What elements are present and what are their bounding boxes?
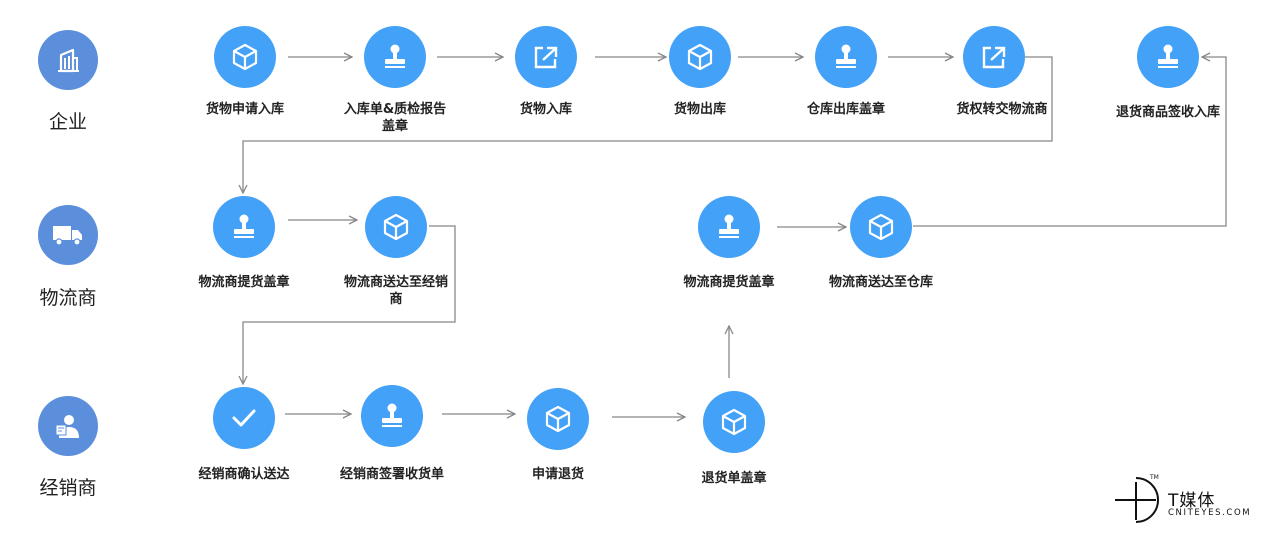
- check-icon: [232, 409, 256, 427]
- node-apply-return: [527, 388, 589, 450]
- lane-label-enterprise: 企业: [48, 111, 87, 133]
- node-label: 物流商提货盖章: [683, 275, 775, 290]
- node-distributor-sign-receipt: [361, 385, 423, 447]
- node-label: 物流商送达至经销商: [344, 275, 449, 307]
- box-icon: [232, 43, 258, 71]
- node-logistics-pickup-stamp: [213, 196, 275, 258]
- tmedia-logo-icon: [1115, 477, 1159, 523]
- node-label: 退货单盖章: [701, 471, 767, 486]
- node-label: 入库单&质检报告盖章: [343, 102, 447, 134]
- box-icon: [383, 213, 409, 241]
- node-deliver-to-warehouse: [850, 196, 912, 258]
- stamp-icon: [234, 214, 254, 238]
- node-label: 物流商送达至仓库: [829, 275, 934, 290]
- arrow-9-12: [243, 225, 456, 384]
- share-arrow-icon: [982, 46, 1006, 69]
- share-arrow-icon: [534, 46, 558, 69]
- node-return-receive-storage: [1137, 26, 1199, 88]
- node-label: 货物出库: [673, 102, 726, 117]
- stamp-icon: [385, 44, 405, 68]
- node-storage-quality-stamp: [364, 26, 426, 88]
- node-goods-apply-storage: [214, 26, 276, 88]
- node-distributor-confirm: [213, 387, 275, 449]
- node-logistics-return-pickup-stamp: [698, 196, 760, 258]
- node-label: 仓库出库盖章: [806, 102, 885, 117]
- arrow-11-7: [913, 57, 1227, 227]
- logo-subtitle: CNITEYES.COM: [1168, 508, 1252, 518]
- node-label: 经销商签署收货单: [340, 467, 445, 482]
- logo-tm: TM: [1150, 474, 1159, 481]
- node-label: 退货商品签收入库: [1116, 105, 1221, 120]
- node-goods-out: [669, 26, 731, 88]
- stamp-icon: [382, 403, 402, 427]
- stamp-icon: [719, 214, 739, 238]
- lane-label-logistics: 物流商: [39, 287, 97, 309]
- box-icon: [868, 213, 894, 241]
- node-return-order-stamp: [703, 391, 765, 453]
- arrow-6-8: [243, 56, 1053, 193]
- node-label: 货物入库: [519, 102, 572, 117]
- lane-label-distributor: 经销商: [39, 477, 97, 499]
- node-label: 经销商确认送达: [198, 467, 290, 482]
- stamp-icon: [836, 44, 856, 68]
- node-label: 货物申请入库: [205, 102, 284, 117]
- node-deliver-to-distributor: [365, 196, 427, 258]
- logo-name: T媒体: [1168, 491, 1216, 511]
- node-goods-in: [515, 26, 577, 88]
- node-warehouse-out-stamp: [815, 26, 877, 88]
- node-label: 申请退货: [531, 467, 584, 482]
- box-icon: [721, 408, 747, 436]
- truck-icon: [38, 205, 98, 265]
- node-label: 货权转交物流商: [956, 102, 1048, 117]
- person-icon: [38, 396, 98, 456]
- box-icon: [687, 43, 713, 71]
- building-icon: [38, 30, 98, 90]
- box-icon: [545, 405, 571, 433]
- stamp-icon: [1158, 44, 1178, 68]
- node-transfer-to-logistics: [963, 26, 1025, 88]
- node-label: 物流商提货盖章: [198, 275, 290, 290]
